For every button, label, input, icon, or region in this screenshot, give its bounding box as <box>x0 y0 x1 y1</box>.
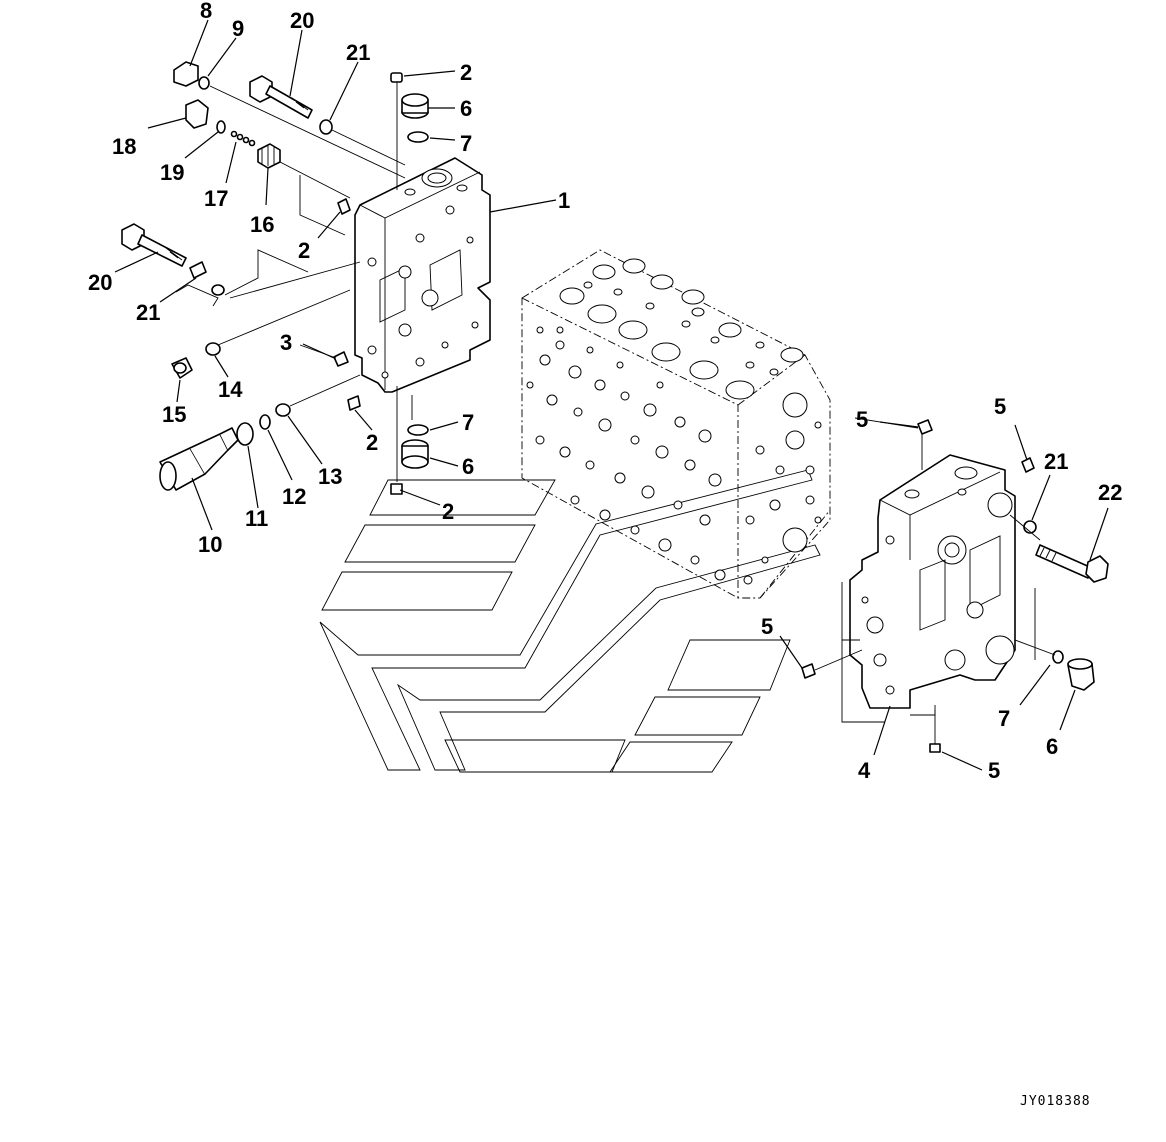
plug-6-lower <box>401 439 429 469</box>
callout-22: 22 <box>1098 480 1122 505</box>
block-front-holes <box>526 326 726 581</box>
callout-21-top: 21 <box>346 40 370 65</box>
leader-lines <box>114 19 1109 771</box>
washer-21-lower <box>189 261 207 279</box>
callout-2-lower: 2 <box>366 430 378 455</box>
callout-6-lower: 6 <box>462 454 474 479</box>
oring-19 <box>216 120 226 134</box>
callout-5-top: 5 <box>856 407 868 432</box>
callout-19: 19 <box>160 160 184 185</box>
callout-10: 10 <box>198 532 222 557</box>
callout-15: 15 <box>162 402 186 427</box>
callout-5-mid: 5 <box>761 614 773 639</box>
callout-2-side: 2 <box>298 238 310 263</box>
plug-2-bottom <box>390 483 403 495</box>
oring-12 <box>259 414 271 430</box>
callout-7-right: 7 <box>998 706 1010 731</box>
callout-7-lower: 7 <box>462 410 474 435</box>
oring-13 <box>275 403 291 417</box>
callout-21-right: 21 <box>1044 449 1068 474</box>
callout-7-top: 7 <box>460 131 472 156</box>
oring-7-right <box>1052 650 1064 664</box>
callout-18: 18 <box>112 134 136 159</box>
callout-3: 3 <box>280 330 292 355</box>
callout-6-top: 6 <box>460 96 472 121</box>
plug-2-top <box>390 72 403 83</box>
plug-6-top <box>401 93 429 119</box>
plug-2-side <box>337 198 351 215</box>
plug-18 <box>185 99 209 129</box>
oring-7-lower <box>407 424 429 436</box>
spring-17 <box>230 130 256 147</box>
callout-9: 9 <box>232 16 244 41</box>
cap-8 <box>173 61 199 87</box>
callout-11: 11 <box>245 506 268 531</box>
section-valve-part-1 <box>354 157 491 393</box>
plug-2-lower <box>347 395 361 411</box>
callout-12: 12 <box>282 484 306 509</box>
oring-11 <box>236 422 254 446</box>
background-chevron-shapes <box>319 469 821 773</box>
solenoid-10 <box>159 427 239 491</box>
block-side-ports <box>743 392 822 585</box>
washer-21-top <box>319 119 333 135</box>
plug-5-right <box>1021 457 1035 473</box>
plug-5-mid <box>801 663 816 679</box>
callout-2-bottom: 2 <box>442 499 454 524</box>
callout-5-bottom: 5 <box>988 758 1000 783</box>
callout-labels: 8 9 20 21 2 6 7 18 19 17 16 1 2 20 21 3 … <box>88 0 1122 783</box>
callout-6-right: 6 <box>1046 734 1058 759</box>
section-1-small-parts <box>121 61 429 495</box>
callout-21-lower: 21 <box>136 300 160 325</box>
oring-9 <box>198 76 210 90</box>
washer-14 <box>205 342 221 356</box>
main-valve-body-block <box>521 249 831 599</box>
callout-20-top: 20 <box>290 8 314 33</box>
plug-5-top <box>917 419 933 435</box>
block-top-ports <box>559 258 804 400</box>
callout-4: 4 <box>858 758 871 783</box>
bolt-20-lower <box>121 223 187 267</box>
callout-1: 1 <box>558 188 570 213</box>
plug-16 <box>257 143 281 169</box>
callout-13: 13 <box>318 464 342 489</box>
callout-16: 16 <box>250 212 274 237</box>
oring-7-top <box>407 131 429 143</box>
oring-21-lower <box>211 284 225 296</box>
callout-17: 17 <box>204 186 228 211</box>
figure-reference-code: JY018388 <box>1020 1094 1091 1109</box>
callout-14: 14 <box>218 377 243 402</box>
plug-5-bottom <box>929 743 941 753</box>
plug-15 <box>171 357 193 379</box>
callout-8: 8 <box>200 0 212 23</box>
section-valve-part-4 <box>841 454 1036 723</box>
callout-2-top: 2 <box>460 60 472 85</box>
bolt-22 <box>1035 544 1109 583</box>
callout-20-lower: 20 <box>88 270 112 295</box>
screw-3 <box>333 351 349 367</box>
bolt-20-top <box>249 75 313 119</box>
plug-6-right <box>1067 658 1095 691</box>
callout-5-right: 5 <box>994 394 1006 419</box>
